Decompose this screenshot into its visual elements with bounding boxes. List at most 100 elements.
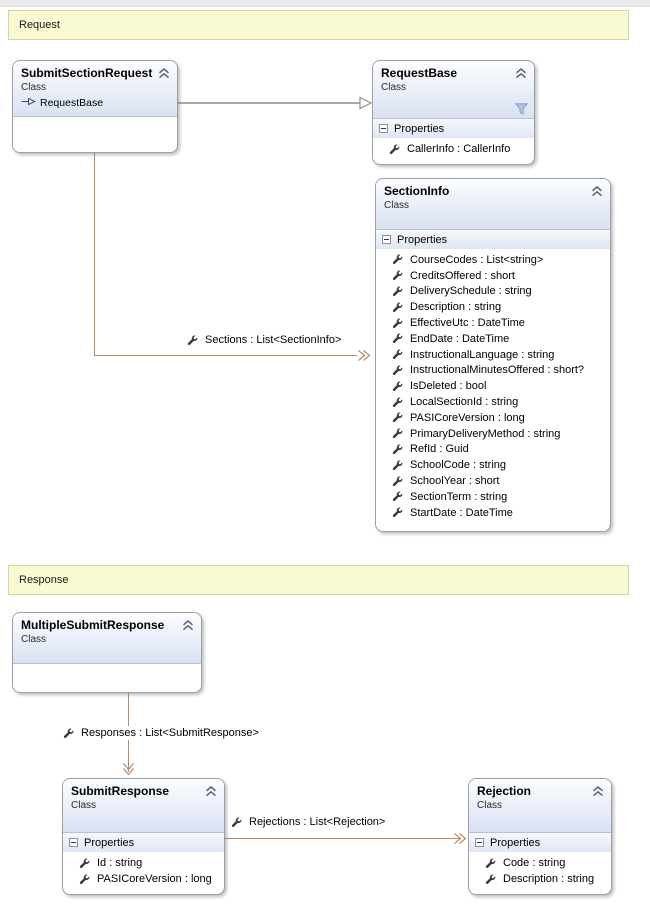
property-text: IsDeleted : bool [410,380,487,393]
property-row[interactable]: Description : string [469,871,611,887]
class-title: SubmitSectionRequest [21,66,153,80]
property-text: InstructionalMinutesOffered : short? [410,364,585,377]
association-label-rejections[interactable]: Rejections : List<Rejection> [228,815,389,829]
class-header[interactable]: MultipleSubmitResponse Class [13,613,201,663]
class-stereotype: Class [381,82,407,93]
wrench-icon [392,491,403,502]
property-row[interactable]: InstructionalLanguage : string [376,347,610,363]
wrench-icon [392,397,403,408]
collapse-chevron-icon[interactable] [182,620,194,631]
collapse-chevron-icon[interactable] [205,786,217,797]
properties-section-header[interactable]: Properties [63,832,224,852]
association-label-sections[interactable]: Sections : List<SectionInfo> [184,333,345,347]
class-stereotype: Class [477,800,503,811]
properties-list: Id : string PASICoreVersion : long [63,852,224,887]
properties-label: Properties [397,233,448,246]
properties-expander[interactable] [69,838,78,847]
property-row[interactable]: EndDate : DateTime [376,331,610,347]
wrench-icon [485,857,496,869]
association-label-responses[interactable]: Responses : List<SubmitResponse> [60,726,262,740]
class-section-info[interactable]: SectionInfo Class Properties CourseCodes… [375,178,611,532]
property-text: SchoolCode : string [410,459,506,472]
wrench-icon [392,365,403,376]
property-row[interactable]: SectionTerm : string [376,489,610,505]
property-text: EndDate : DateTime [410,332,510,345]
association-sections-line-h[interactable] [94,355,357,356]
properties-expander[interactable] [382,235,391,244]
class-multiple-submit-response[interactable]: MultipleSubmitResponse Class [12,612,202,693]
class-header[interactable]: SectionInfo Class [376,179,610,229]
association-rejections-line-h[interactable] [225,838,459,839]
property-text: Id : string [97,857,143,869]
properties-section-header[interactable]: Properties [373,118,534,138]
class-stereotype: Class [21,634,47,645]
collapse-chevron-icon[interactable] [515,68,527,79]
property-row[interactable]: RefId : Guid [376,442,610,458]
collapse-chevron-icon[interactable] [158,68,170,79]
property-row[interactable]: EffectiveUtc : DateTime [376,315,610,331]
wrench-icon [392,270,403,281]
properties-section-header[interactable]: Properties [469,832,611,852]
property-text: SchoolYear : short [410,475,500,488]
properties-expander[interactable] [379,124,388,133]
class-title: SectionInfo [384,184,450,198]
property-row[interactable]: SchoolYear : short [376,473,610,489]
property-row[interactable]: PASICoreVersion : long [63,871,224,887]
wrench-icon [392,318,403,329]
collapse-chevron-icon[interactable] [591,186,603,197]
property-text: CallerInfo : CallerInfo [407,143,511,155]
wrench-icon [392,349,403,360]
property-text: SectionTerm : string [410,490,508,503]
properties-label: Properties [394,122,445,135]
properties-label: Properties [490,836,541,849]
property-row[interactable]: PrimaryDeliveryMethod : string [376,426,610,442]
wrench-icon [79,857,90,869]
wrench-icon [389,143,400,155]
properties-expander[interactable] [475,838,484,847]
property-row[interactable]: LocalSectionId : string [376,394,610,410]
class-header[interactable]: SubmitSectionRequest Class RequestBase [13,61,177,116]
class-rejection[interactable]: Rejection Class Properties Code : string… [468,778,612,895]
property-text: LocalSectionId : string [410,396,519,409]
property-row[interactable]: CallerInfo : CallerInfo [373,141,534,157]
class-request-base[interactable]: RequestBase Class Properties CallerInfo … [372,60,535,165]
property-row[interactable]: CreditsOffered : short [376,268,610,284]
property-row[interactable]: Description : string [376,299,610,315]
property-row[interactable]: CourseCodes : List<string> [376,252,610,268]
property-row[interactable]: StartDate : DateTime [376,505,610,521]
wrench-icon [392,444,403,455]
property-row[interactable]: Id : string [63,855,224,871]
class-header[interactable]: RequestBase Class [373,61,534,118]
property-row[interactable]: SchoolCode : string [376,457,610,473]
comment-request[interactable]: Request [8,10,629,40]
association-arrow-icon [452,832,467,845]
association-sections-line-v[interactable] [94,153,95,355]
wrench-icon [392,460,403,471]
property-row[interactable]: IsDeleted : bool [376,378,610,394]
comment-response[interactable]: Response [8,565,629,595]
association-arrow-icon [356,349,371,362]
property-row[interactable]: DeliverySchedule : string [376,284,610,300]
collapse-chevron-icon[interactable] [592,786,604,797]
class-header[interactable]: Rejection Class [469,779,611,832]
filter-icon[interactable] [514,103,529,115]
wrench-icon [392,381,403,392]
wrench-icon [187,334,198,346]
class-submit-section-request[interactable]: SubmitSectionRequest Class RequestBase [12,60,178,153]
class-header[interactable]: SubmitResponse Class [63,779,224,832]
property-row[interactable]: InstructionalMinutesOffered : short? [376,363,610,379]
property-text: CreditsOffered : short [410,269,515,282]
property-text: Description : string [503,873,595,885]
wrench-icon [63,727,74,739]
property-row[interactable]: PASICoreVersion : long [376,410,610,426]
top-edge-strip [0,0,650,7]
property-row[interactable]: Code : string [469,855,611,871]
inheritance-line[interactable] [178,102,360,104]
class-submit-response[interactable]: SubmitResponse Class Properties Id : str… [62,778,225,895]
properties-section-header[interactable]: Properties [376,229,610,249]
wrench-icon [79,873,90,885]
property-text: PASICoreVersion : long [97,873,212,885]
class-stereotype: Class [21,82,47,93]
wrench-icon [392,476,403,487]
